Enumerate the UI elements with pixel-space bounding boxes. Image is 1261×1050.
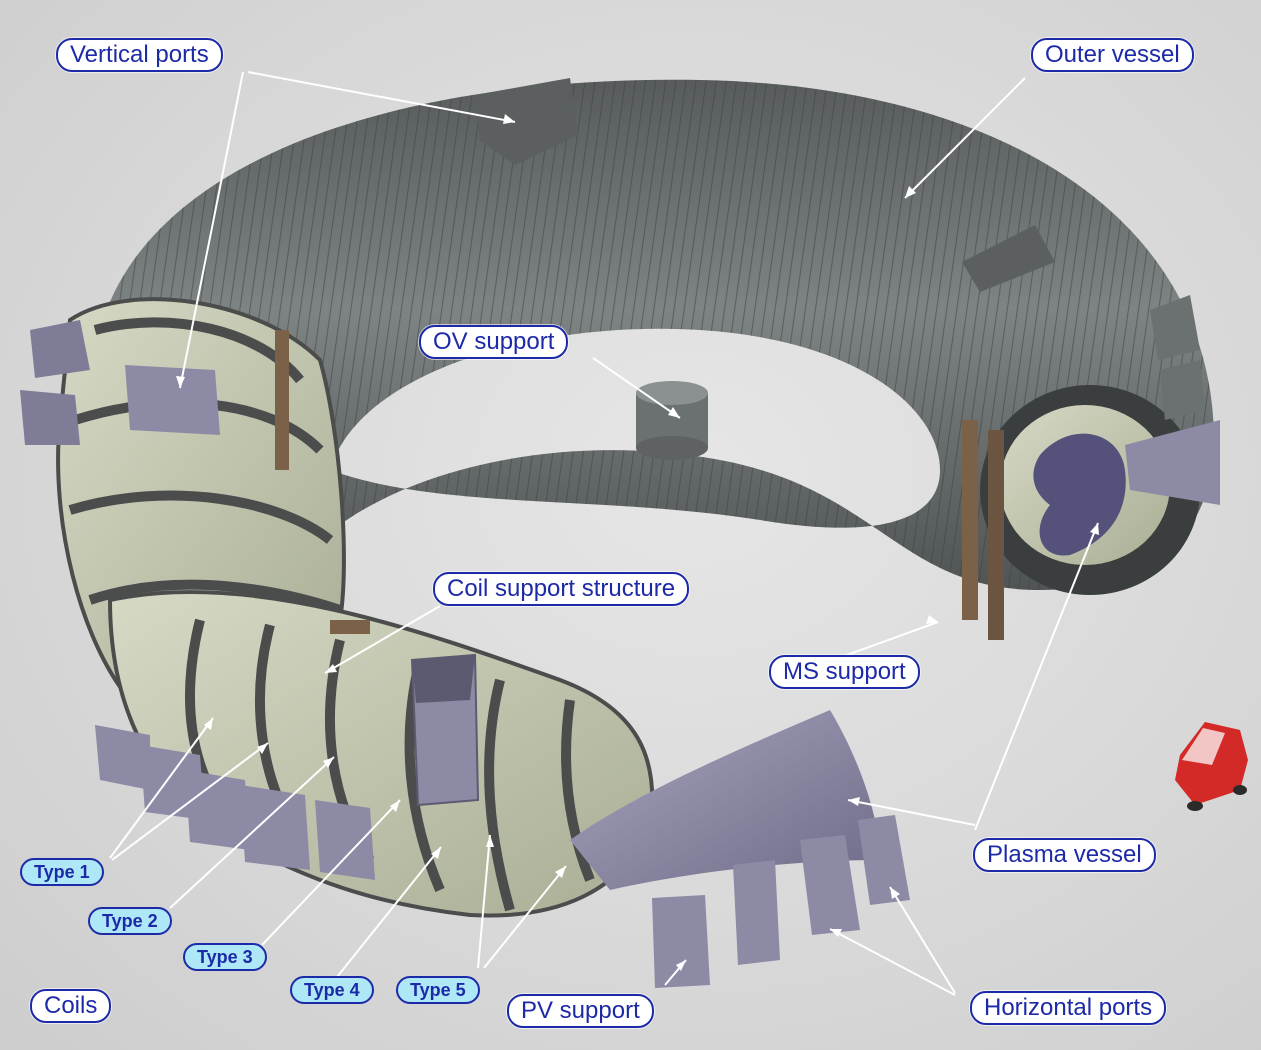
right-cut-section [980, 295, 1220, 595]
front-vertical-port [410, 653, 480, 807]
coil-type-4-label: Type 4 [290, 976, 374, 1004]
horizontal-ports-label: Horizontal ports [970, 991, 1167, 1025]
coil-support-structure-label: Coil support structure [433, 572, 690, 606]
outer-vessel-ports [475, 78, 1055, 292]
front-horizontal-ports [95, 725, 375, 880]
plasma-vessel [570, 710, 910, 988]
coil-type-2-label: Type 2 [88, 907, 172, 935]
coil-type-3-label: Type 3 [183, 943, 267, 971]
car-icon [1175, 722, 1248, 811]
left-ports [20, 320, 220, 445]
outer-vessel-label: Outer vessel [1031, 38, 1194, 72]
pv-support-label: PV support [507, 994, 654, 1028]
coils-label: Coils [30, 989, 112, 1023]
plasma-vessel-label: Plasma vessel [973, 838, 1156, 872]
coil-type-1-label: Type 1 [20, 858, 104, 886]
outer-vessel [100, 79, 1214, 591]
coil-type-5-label: Type 5 [396, 976, 480, 1004]
ov-support [636, 381, 708, 460]
ov-support-label: OV support [419, 325, 569, 359]
leader-arrowheads [176, 114, 1099, 971]
ms-support-label: MS support [769, 655, 920, 689]
ms-support [275, 330, 1004, 640]
vertical-ports-label: Vertical ports [56, 38, 223, 72]
